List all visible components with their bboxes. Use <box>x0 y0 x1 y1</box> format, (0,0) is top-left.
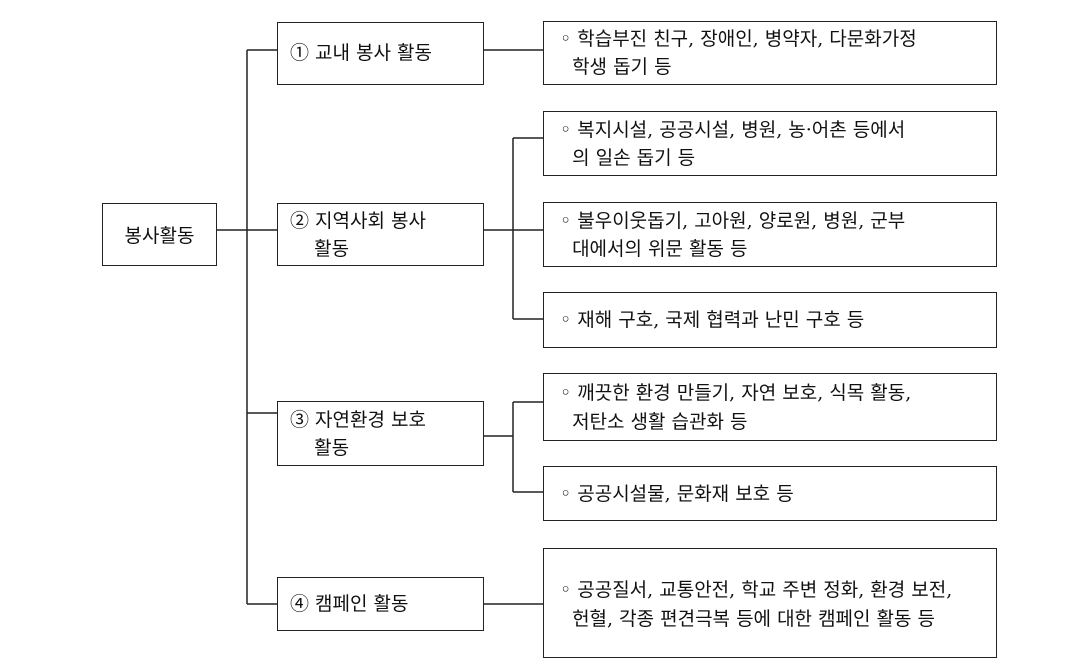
root-label: 봉사활동 <box>124 225 195 247</box>
category-label: ④ 캠페인 활동 <box>290 593 409 615</box>
item-text-line1: ◦ 불우이웃돕기, 고아원, 양로원, 병원, 군부 <box>560 210 906 232</box>
category-environment-protection: ③ 자연환경 보호 활동 <box>277 401 484 466</box>
category-label: ② 지역사회 봉사 <box>290 210 426 232</box>
item-text-line1: ◦ 재해 구호, 국제 협력과 난민 구호 등 <box>560 309 865 331</box>
item-welfare-facility-help: ◦ 복지시설, 공공시설, 병원, 농·어촌 등에서 의 일손 돕기 등 <box>543 111 997 176</box>
item-text-line1: ◦ 학습부진 친구, 장애인, 병약자, 다문화가정 <box>560 28 917 50</box>
category-campaign: ④ 캠페인 활동 <box>277 577 484 631</box>
item-text-line2: 대에서의 위문 활동 등 <box>560 238 748 260</box>
category-label-line2: 활동 <box>290 238 350 260</box>
item-text-line1: ◦ 복지시설, 공공시설, 병원, 농·어촌 등에서 <box>560 119 906 141</box>
category-community-service: ② 지역사회 봉사 활동 <box>277 203 484 266</box>
item-heritage-protection: ◦ 공공시설물, 문화재 보호 등 <box>543 466 997 521</box>
item-text-line2: 학생 돕기 등 <box>560 56 672 78</box>
category-label-line2: 활동 <box>290 437 350 459</box>
item-clean-environment: ◦ 깨끗한 환경 만들기, 자연 보호, 식목 활동, 저탄소 생활 습관화 등 <box>543 373 997 441</box>
item-disaster-relief: ◦ 재해 구호, 국제 협력과 난민 구호 등 <box>543 292 997 348</box>
item-school-help: ◦ 학습부진 친구, 장애인, 병약자, 다문화가정 학생 돕기 등 <box>543 21 997 85</box>
item-text-line1: ◦ 깨끗한 환경 만들기, 자연 보호, 식목 활동, <box>560 382 912 404</box>
root-node: 봉사활동 <box>102 203 217 266</box>
category-label: ① 교내 봉사 활동 <box>290 42 432 64</box>
item-text-line1: ◦ 공공시설물, 문화재 보호 등 <box>560 483 794 505</box>
item-campaign-activities: ◦ 공공질서, 교통안전, 학교 주변 정화, 환경 보전, 헌혈, 각종 편견… <box>543 548 997 658</box>
item-text-line2: 헌혈, 각종 편견극복 등에 대한 캠페인 활동 등 <box>560 608 936 630</box>
item-text-line1: ◦ 공공질서, 교통안전, 학교 주변 정화, 환경 보전, <box>560 579 953 601</box>
item-comfort-visits: ◦ 불우이웃돕기, 고아원, 양로원, 병원, 군부 대에서의 위문 활동 등 <box>543 202 997 267</box>
category-label: ③ 자연환경 보호 <box>290 409 426 431</box>
category-school-service: ① 교내 봉사 활동 <box>277 22 484 85</box>
item-text-line2: 저탄소 생활 습관화 등 <box>560 411 748 433</box>
item-text-line2: 의 일손 돕기 등 <box>560 147 696 169</box>
